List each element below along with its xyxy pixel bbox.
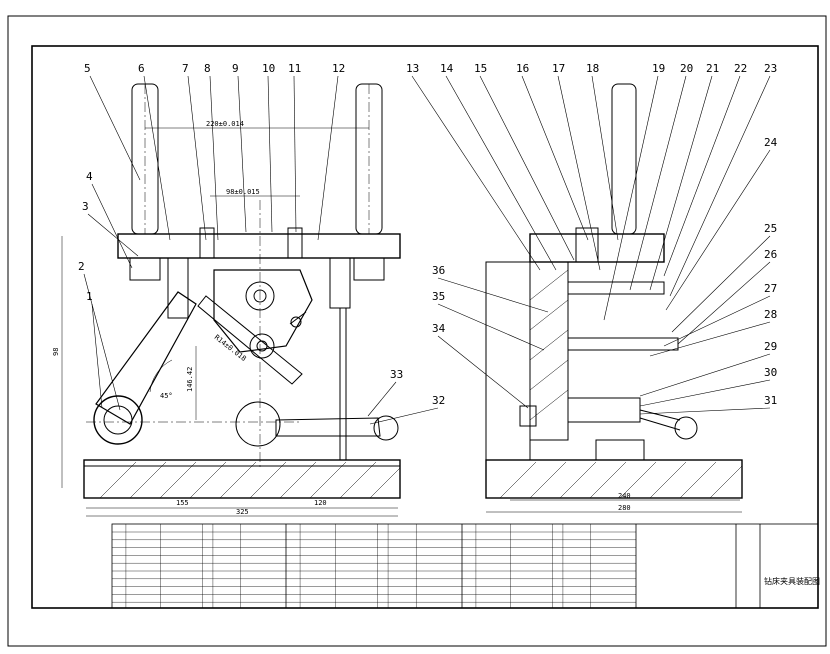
part-label-31: 31 xyxy=(764,394,777,407)
side-support xyxy=(595,439,645,461)
part-label-12: 12 xyxy=(332,62,345,75)
drill-bushing-left xyxy=(199,227,215,259)
part-label-5: 5 xyxy=(84,62,91,75)
side-base xyxy=(485,459,743,499)
side-handle-knob xyxy=(674,416,698,440)
side-clamp xyxy=(567,397,641,423)
part-label-19: 19 xyxy=(652,62,665,75)
lever-eye xyxy=(93,395,143,445)
drill-bushing-right xyxy=(287,227,303,259)
outer-border xyxy=(7,15,827,647)
part-label-4: 4 xyxy=(86,170,93,183)
part-label-33: 33 xyxy=(390,368,403,381)
side-body xyxy=(529,261,569,441)
part-label-23: 23 xyxy=(764,62,777,75)
part-label-24: 24 xyxy=(764,136,778,149)
lever-arm xyxy=(95,291,197,425)
dim-total-width: 325 xyxy=(236,508,249,516)
cam-block xyxy=(213,269,313,353)
part-label-6: 6 xyxy=(138,62,145,75)
part-label-8: 8 xyxy=(204,62,211,75)
side-view xyxy=(485,83,743,513)
part-label-32: 32 xyxy=(432,394,445,407)
part-label-3: 3 xyxy=(82,200,89,213)
part-label-13: 13 xyxy=(406,62,419,75)
handle-knob xyxy=(373,415,399,441)
dim-pivot-radius: R14±0.018 xyxy=(213,333,248,363)
left-guide-post xyxy=(167,257,189,319)
part-label-11: 11 xyxy=(288,62,301,75)
side-column-upright xyxy=(611,83,637,235)
dim-side-inner: 240 xyxy=(618,492,631,500)
side-bushing xyxy=(575,227,599,263)
lower-pivot xyxy=(249,333,275,359)
part-label-17: 17 xyxy=(552,62,565,75)
side-nut xyxy=(519,405,537,427)
part-label-1: 1 xyxy=(86,290,93,303)
part-label-29: 29 xyxy=(764,340,777,353)
part-label-30: 30 xyxy=(764,366,777,379)
part-label-9: 9 xyxy=(232,62,239,75)
part-label-26: 26 xyxy=(764,248,777,261)
link-rod xyxy=(275,417,381,437)
dim-height-short: 146.42 xyxy=(186,367,194,392)
front-view xyxy=(61,83,401,517)
right-guide-post xyxy=(329,257,351,309)
part-label-34: 34 xyxy=(432,322,446,335)
left-nut xyxy=(129,257,161,281)
link-pivot xyxy=(235,401,281,447)
dim-angle: 45° xyxy=(160,392,173,400)
clamp-bar xyxy=(197,295,303,385)
leader-lines xyxy=(83,75,771,425)
part-label-18: 18 xyxy=(586,62,599,75)
dim-top-span: 220±0.014 xyxy=(206,120,244,128)
part-label-35: 35 xyxy=(432,290,445,303)
part-label-36: 36 xyxy=(432,264,445,277)
part-label-27: 27 xyxy=(764,282,777,295)
side-bolt-middle xyxy=(567,337,679,351)
side-bolt-upper xyxy=(567,281,665,295)
part-label-22: 22 xyxy=(734,62,747,75)
part-label-28: 28 xyxy=(764,308,777,321)
dim-height-total: 98 xyxy=(52,348,60,356)
part-label-7: 7 xyxy=(182,62,189,75)
side-column xyxy=(485,261,531,461)
drawing-title: 钻床夹具装配图 xyxy=(764,576,820,586)
dim-left-width: 155 xyxy=(176,499,189,507)
top-plate xyxy=(117,233,401,259)
front-base xyxy=(83,459,401,499)
part-label-16: 16 xyxy=(516,62,529,75)
part-label-15: 15 xyxy=(474,62,487,75)
side-top-plate xyxy=(529,233,665,263)
right-nut xyxy=(353,257,385,281)
parts-list xyxy=(111,523,819,609)
part-label-2: 2 xyxy=(78,260,85,273)
part-label-21: 21 xyxy=(706,62,719,75)
dim-pin-span: 98±0.015 xyxy=(226,188,260,196)
part-label-14: 14 xyxy=(440,62,454,75)
part-label-10: 10 xyxy=(262,62,275,75)
part-label-20: 20 xyxy=(680,62,693,75)
part-label-25: 25 xyxy=(764,222,777,235)
dim-right-width: 120 xyxy=(314,499,327,507)
dim-side-total: 280 xyxy=(618,504,631,512)
